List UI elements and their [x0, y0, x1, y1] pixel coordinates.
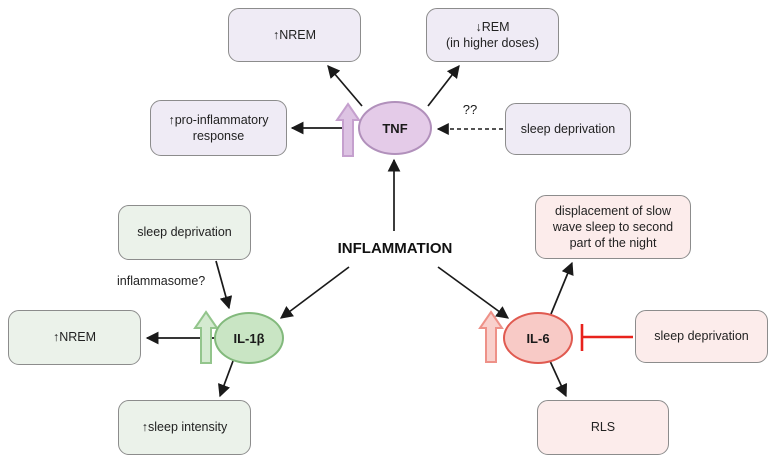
arrow-inflammation-to-il1b [279, 266, 350, 319]
box-sleep-deprivation-il1b: sleep deprivation [118, 205, 251, 260]
node-il1b: IL-1β [214, 312, 284, 364]
box-sleep-intensity-label: ↑sleep intensity [141, 420, 228, 435]
box-sleep-deprivation-il1b-label: sleep deprivation [137, 225, 232, 240]
box-nrem-tnf: ↑NREM [228, 8, 361, 62]
arrow-sleep-deprivation-to-il1b [215, 260, 233, 310]
box-nrem-il1b: ↑NREM [8, 310, 141, 365]
arrow-il1b-to-sleep-intensity [218, 360, 234, 398]
arrow-tnf-to-nrem [327, 65, 363, 107]
box-pro-inflammatory: ↑pro-inflammatory response [150, 100, 287, 156]
arrow-il6-to-displacement [550, 261, 574, 315]
box-pro-inflammatory-label: ↑pro-inflammatory response [168, 112, 269, 143]
box-nrem-il1b-label: ↑NREM [52, 330, 97, 345]
box-nrem-tnf-label: ↑NREM [272, 27, 317, 42]
node-il6-label: IL-6 [526, 330, 550, 346]
increase-arrow-tnf-icon [335, 102, 361, 157]
box-rls: RLS [537, 400, 669, 455]
arrow-il6-to-rls [549, 360, 568, 398]
box-sleep-deprivation-il6-label: sleep deprivation [654, 329, 749, 344]
arrow-tnf-to-rem [427, 64, 460, 107]
box-sleep-intensity: ↑sleep intensity [118, 400, 251, 455]
box-rem-higher-doses: ↓REM (in higher doses) [426, 8, 559, 62]
box-rem-higher-doses-label: ↓REM (in higher doses) [445, 19, 540, 50]
node-il1b-label: IL-1β [233, 330, 265, 346]
box-displacement-label: displacement of slow wave sleep to secon… [552, 203, 674, 251]
node-il6: IL-6 [503, 312, 573, 364]
inflammasome-label: inflammasome? [117, 274, 206, 288]
node-tnf: TNF [358, 101, 432, 155]
diagram-title: INFLAMMATION [337, 240, 453, 257]
box-displacement: displacement of slow wave sleep to secon… [535, 195, 691, 259]
box-sleep-deprivation-il6: sleep deprivation [635, 310, 768, 363]
increase-arrow-il6-icon [478, 310, 504, 363]
box-sleep-deprivation-tnf-label: sleep deprivation [520, 121, 616, 136]
arrow-inflammation-to-il6 [437, 266, 510, 319]
box-rls-label: RLS [590, 420, 616, 435]
uncertain-link-label: ?? [462, 102, 478, 117]
node-tnf-label: TNF [382, 120, 408, 136]
box-sleep-deprivation-tnf: sleep deprivation [505, 103, 631, 155]
